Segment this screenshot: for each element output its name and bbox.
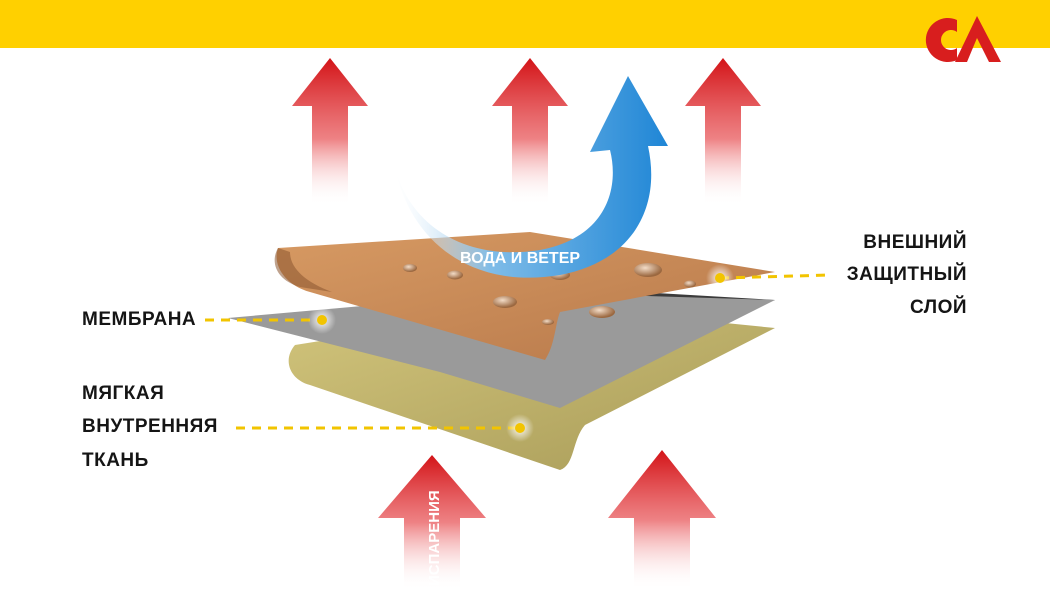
inner-fabric-pointer <box>506 414 534 442</box>
outer-layer-label-line-1: ВНЕШНИЙ <box>863 232 967 253</box>
outer-layer-label-line-3: СЛОЙ <box>909 297 967 318</box>
vapor-out-arrow-left <box>292 58 368 205</box>
water-wind-arrow <box>395 76 668 278</box>
top-banner <box>0 0 1050 48</box>
vapor-out-arrow-right <box>685 58 761 205</box>
inner-fabric-label-line-3: ТКАНЬ <box>82 450 149 471</box>
outer-layer-label-line-2: ЗАЩИТНЫЙ <box>846 264 967 285</box>
membrane-label: МЕМБРАНА <box>82 309 197 330</box>
membrane-layer <box>228 292 775 408</box>
membrane-pointer <box>308 306 336 334</box>
vapor-label: ИСПАРЕНИЯ <box>426 490 443 586</box>
outer-layer-leader <box>719 273 831 280</box>
vapor-in-arrow-left <box>378 455 486 590</box>
inner-fabric-label-line-1: МЯГКАЯ <box>82 383 165 404</box>
vapor-in-arrow-right <box>608 450 716 590</box>
inner-fabric-label-line-2: ВНУТРЕННЯЯ <box>82 416 218 437</box>
water-wind-label: ВОДА И ВЕТЕР <box>460 250 580 267</box>
vapor-out-arrow-middle <box>492 58 568 205</box>
ca-logo-icon <box>925 16 1001 63</box>
outer-layer-pointer <box>706 264 734 292</box>
